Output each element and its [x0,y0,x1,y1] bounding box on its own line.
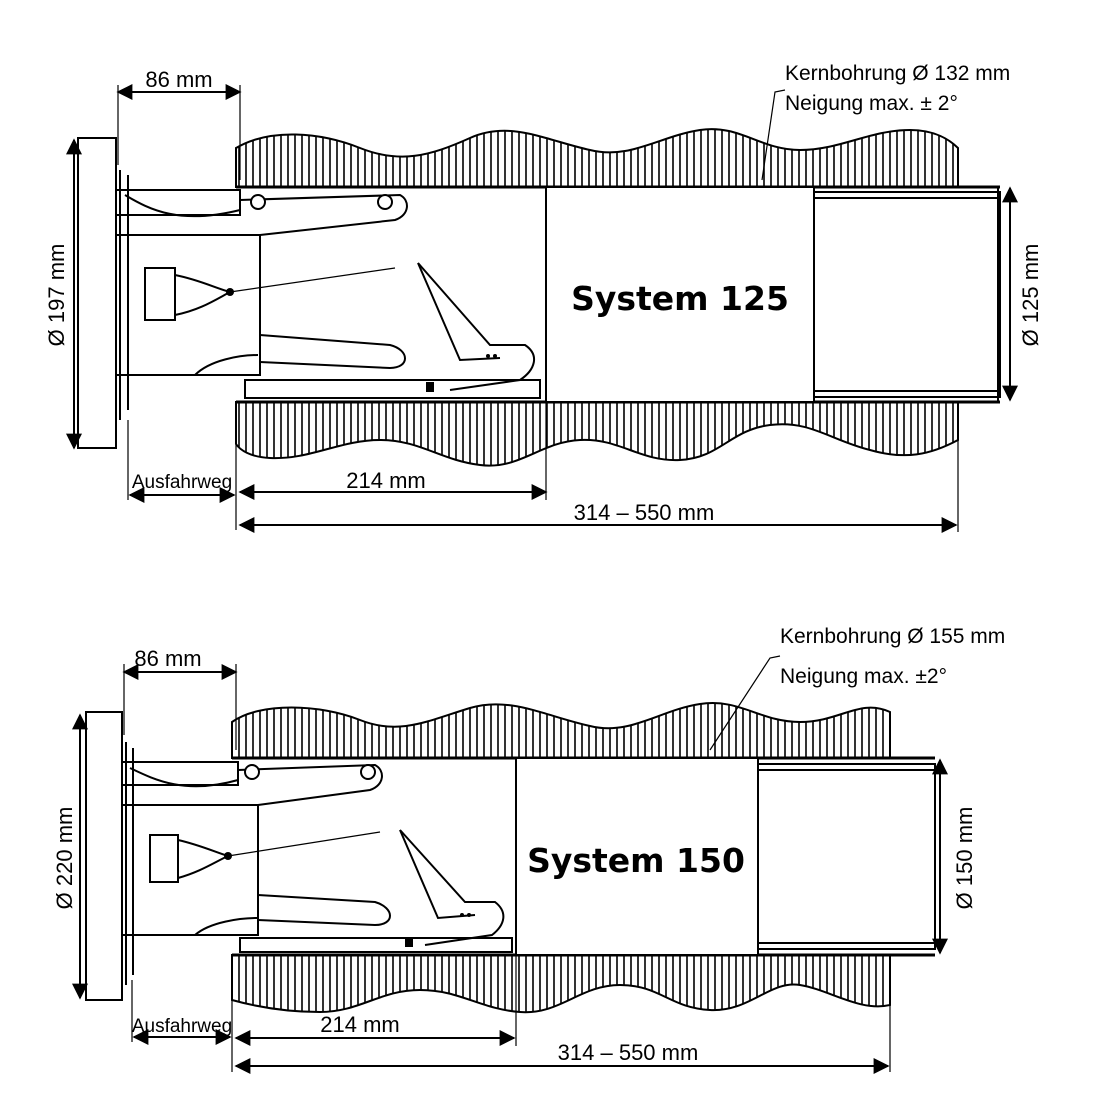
system-box [545,186,815,403]
note-inclination: Neigung max. ± 2° [785,92,958,115]
extension-tube [757,763,936,950]
dim-length-range: 314 – 550 mm [558,1040,699,1065]
system-label: System 150 [527,841,745,880]
dim-retract-label: Ausfahrweg [132,472,232,493]
wall-upper [231,702,891,759]
dim-inner-diameter: Ø 125 mm [1018,244,1043,347]
mechanism [116,170,541,420]
system-label: System 125 [571,279,789,318]
note-core-drill: Kernbohrung Ø 155 mm [780,625,1005,648]
dim-inner-diameter: Ø 150 mm [952,807,977,910]
wall-lower [231,954,891,1014]
dim-retract-label: Ausfahrweg [132,1016,232,1037]
wall-lower [235,401,959,467]
dim-width-top: 86 mm [145,67,212,92]
dim-outer-diameter: Ø 220 mm [52,807,77,910]
dim-length-range: 314 – 550 mm [574,500,715,525]
note-inclination: Neigung max. ±2° [780,665,947,688]
dim-outer-diameter: Ø 197 mm [44,244,69,347]
wall-plate [77,137,117,449]
wall-plate [85,711,123,1001]
diagram-system-150: 86 mm Kernbohrung Ø 155 mm Neigung max. … [52,625,1005,1074]
note-core-drill: Kernbohrung Ø 132 mm [785,62,1010,85]
wall-upper [235,128,959,188]
mechanism [122,742,513,985]
dim-length-unit: 214 mm [346,468,425,493]
diagram-system-125: 86 mm Kernbohrung Ø 132 mm Neigung max. … [44,62,1043,533]
dim-width-top: 86 mm [134,646,201,671]
extension-tube [813,191,1001,398]
dim-length-unit: 214 mm [320,1012,399,1037]
